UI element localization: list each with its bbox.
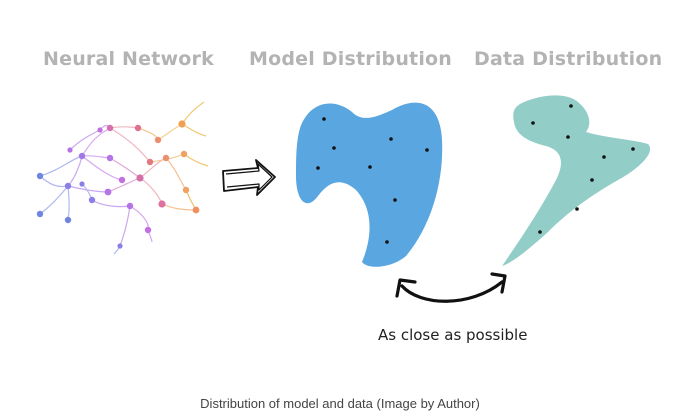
nn-node [88, 196, 96, 204]
nn-node [154, 136, 162, 144]
sample-dot [569, 104, 573, 108]
sample-dot [393, 198, 397, 202]
sample-dot [389, 137, 393, 141]
nn-nodes [36, 120, 200, 249]
nn-node [79, 181, 85, 187]
nn-node [67, 147, 73, 153]
nn-node [162, 154, 170, 162]
neural-network-illustration [36, 101, 209, 255]
sample-dot [566, 135, 570, 139]
neural-network-title: Neural Network [43, 48, 214, 70]
nn-node [146, 158, 154, 166]
nn-node [136, 174, 144, 182]
right-arrow-icon [222, 159, 276, 196]
figure-caption: Distribution of model and data (Image by… [200, 396, 480, 411]
sample-dot [538, 230, 542, 234]
nn-node [182, 186, 190, 194]
nn-node [36, 172, 44, 180]
nn-node [144, 226, 152, 234]
nn-node [117, 243, 123, 249]
sample-dot [316, 166, 320, 170]
nn-node [104, 188, 112, 196]
nn-node [126, 202, 134, 210]
model-distribution-title: Model Distribution [249, 48, 453, 70]
nn-node [180, 150, 188, 158]
sample-dot [602, 155, 606, 159]
model-distribution-blob [296, 102, 443, 267]
nn-node [106, 154, 114, 162]
nn-node [134, 124, 142, 132]
nn-node [64, 216, 72, 224]
data-distribution-title: Data Distribution [474, 48, 663, 70]
nn-node [78, 152, 86, 160]
nn-node [97, 127, 103, 133]
sample-dot [322, 117, 326, 121]
sample-dot [425, 148, 429, 152]
nn-node [178, 120, 186, 128]
sample-dot [531, 121, 535, 125]
nn-node [192, 206, 200, 214]
data-distribution-blob [502, 95, 651, 266]
nn-node [106, 124, 114, 132]
sample-dot [332, 146, 336, 150]
sample-dot [590, 178, 594, 182]
sample-dot [368, 165, 372, 169]
data-samples [531, 104, 635, 234]
sample-dot [631, 147, 635, 151]
double-headed-curved-arrow-icon [395, 272, 507, 303]
sample-dot [575, 207, 579, 211]
nn-node [36, 210, 44, 218]
sample-dot [385, 240, 389, 244]
nn-node [64, 182, 72, 190]
as-close-as-possible-label: As close as possible [378, 326, 528, 344]
nn-node [118, 176, 126, 184]
nn-node [158, 200, 166, 208]
model-samples [316, 117, 429, 244]
